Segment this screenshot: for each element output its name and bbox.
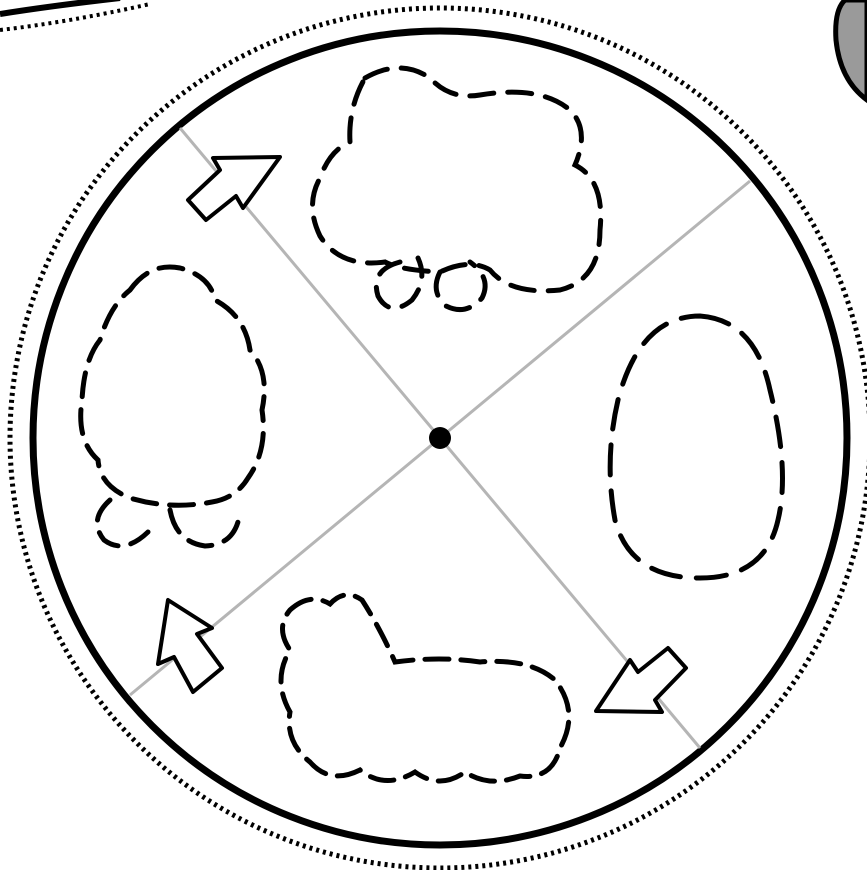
adjacent-piece-top-left: [0, 0, 150, 30]
corner-art-top-right: [836, 0, 867, 100]
center-pin-hole[interactable]: [429, 427, 451, 449]
adjacent-piece-outline: [0, 0, 120, 14]
corner-art-shape: [836, 0, 867, 100]
